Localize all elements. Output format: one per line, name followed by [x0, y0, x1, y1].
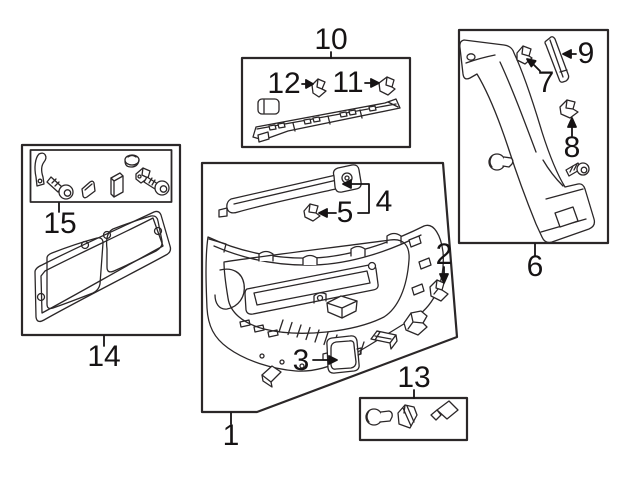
- deflector-hole: [82, 242, 89, 249]
- callout-12[interactable]: 12: [267, 67, 301, 100]
- hook-bracket-icon[interactable]: [35, 153, 46, 186]
- pad-clip-edge: [85, 184, 92, 190]
- leader-4-5-bracket: [351, 184, 369, 213]
- box-top-right-outline: [459, 30, 608, 243]
- callout-leaders: [59, 50, 576, 424]
- bolt-icon[interactable]: [144, 177, 169, 195]
- box-left-outline: [22, 145, 180, 335]
- arrowhead-7: [527, 59, 536, 67]
- channel-clip-icon[interactable]: [371, 331, 397, 349]
- fastener-kit-13[interactable]: [366, 401, 458, 428]
- deflector-hole: [155, 228, 162, 235]
- deflector-hole: [104, 232, 111, 239]
- clip-12-icon[interactable]: [312, 79, 326, 97]
- box-hardware-15-outline: [31, 150, 172, 202]
- deflector-hole: [38, 294, 45, 301]
- clip-11-icon[interactable]: [379, 77, 395, 95]
- arrowhead-3: [329, 356, 337, 364]
- clip-2-icon[interactable]: [430, 280, 448, 301]
- callout-4[interactable]: 4: [375, 185, 393, 218]
- grommet-icon[interactable]: [489, 154, 513, 170]
- callout-13[interactable]: 13: [397, 361, 431, 394]
- callout-10[interactable]: 10: [314, 23, 348, 56]
- bumper-block-icon[interactable]: [258, 99, 279, 114]
- strip-9-part[interactable]: [545, 37, 569, 82]
- callout-14[interactable]: 14: [87, 340, 121, 373]
- pull-handle-part[interactable]: [219, 165, 361, 217]
- callout-9[interactable]: 9: [577, 37, 595, 70]
- access-cover-part[interactable]: [323, 336, 361, 373]
- grommet-pin-icon[interactable]: [366, 409, 392, 425]
- cap-grommet-icon[interactable]: [125, 155, 139, 167]
- ribbed-clip-icon[interactable]: [398, 405, 417, 428]
- callout-11[interactable]: 11: [332, 66, 364, 99]
- trim-panel-part[interactable]: [206, 225, 443, 371]
- deflector-outline[interactable]: [35, 211, 171, 321]
- arrowhead-5: [319, 209, 327, 217]
- liftgate-trim-group[interactable]: [206, 165, 448, 387]
- callout-6[interactable]: 6: [526, 250, 544, 283]
- callout-7[interactable]: 7: [537, 66, 555, 99]
- hook-bracket-hole: [38, 179, 42, 183]
- leader-7: [533, 64, 540, 71]
- arrowhead-9: [563, 50, 571, 58]
- pillar-trim-part[interactable]: [460, 40, 595, 242]
- pad-clip-icon[interactable]: [82, 181, 95, 198]
- deflector-panel-part[interactable]: [35, 211, 171, 321]
- sill-scuff-plate-part[interactable]: [253, 99, 400, 142]
- bolt-icon[interactable]: [47, 177, 73, 199]
- callout-15[interactable]: 15: [43, 207, 77, 240]
- arrowhead-11: [371, 79, 379, 87]
- group-box-outlines: [22, 30, 608, 440]
- square-clip-icon[interactable]: [431, 401, 458, 420]
- box-center-outline: [202, 163, 457, 412]
- pad-clip-icon[interactable]: [262, 366, 281, 387]
- box-top-middle-outline: [242, 58, 410, 147]
- screw-icon[interactable]: [566, 163, 589, 176]
- deflector-cutout-right: [107, 216, 163, 272]
- pillar-garnish-group[interactable]: [460, 37, 595, 243]
- bracket-clip-icon[interactable]: [404, 311, 427, 335]
- sill-trim-group[interactable]: [253, 77, 400, 142]
- callout-8[interactable]: 8: [563, 131, 581, 164]
- arrowhead-4: [343, 180, 351, 188]
- arrowhead-12: [306, 80, 313, 88]
- callout-5[interactable]: 5: [336, 196, 354, 229]
- arrowhead-8: [568, 118, 576, 127]
- callout-2[interactable]: 2: [435, 238, 453, 271]
- hardware-kit-15[interactable]: [35, 153, 169, 199]
- arrowhead-2: [440, 274, 448, 283]
- block-clip-icon[interactable]: [111, 173, 123, 197]
- deflector-inner-line: [41, 218, 163, 313]
- clip-5-icon[interactable]: [304, 204, 320, 221]
- callout-3[interactable]: 3: [292, 344, 310, 377]
- clip-8-icon[interactable]: [560, 100, 578, 118]
- deflector-cutout-left: [47, 238, 103, 309]
- callout-1[interactable]: 1: [222, 419, 240, 452]
